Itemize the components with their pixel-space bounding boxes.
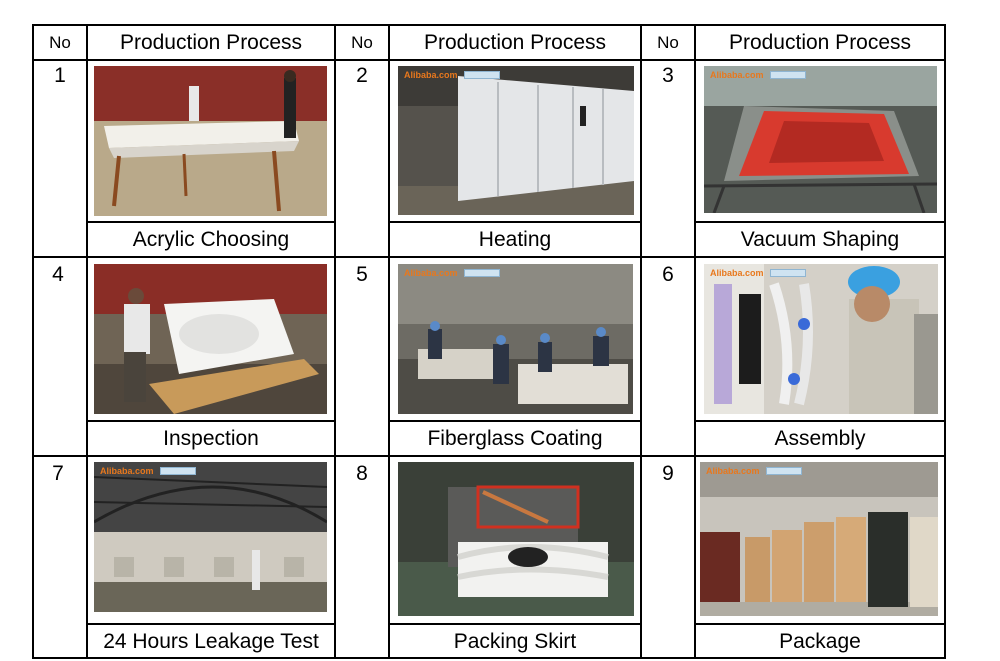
grid-line-row2-caption-top: [696, 420, 946, 422]
grid-line-row3-caption-top: [696, 623, 946, 625]
photo-vacuum-shaping: Alibaba.com: [704, 66, 937, 213]
step-number: 6: [662, 263, 674, 286]
grid-line-row1-bottom: [32, 256, 946, 258]
step-number: 7: [52, 462, 64, 485]
step-number: 5: [356, 263, 368, 286]
alibaba-logo-text: Alibaba.com: [706, 466, 760, 476]
alibaba-logo-text: Alibaba.com: [404, 70, 458, 80]
header-production-process: Production Process: [119, 31, 303, 54]
photo-packing-skirt: [398, 462, 634, 616]
step-caption: Package: [779, 630, 861, 653]
grid-line-col: [86, 24, 88, 659]
header-no: No: [49, 33, 71, 52]
grid-line-col: [640, 24, 642, 659]
grid-line-bottom: [32, 657, 946, 659]
alibaba-logo: Alibaba.com: [404, 70, 500, 80]
photo-fiberglass-coating: Alibaba.com: [398, 264, 633, 414]
alibaba-logo: Alibaba.com: [710, 268, 806, 278]
alibaba-logo: Alibaba.com: [710, 70, 806, 80]
step-caption: Heating: [478, 228, 552, 251]
grid-line-left: [32, 24, 34, 659]
grid-line-row3-caption-top: [390, 623, 642, 625]
grid-line-row3-caption-top: [88, 623, 336, 625]
step-number: 1: [54, 64, 66, 87]
grid-line-row1-caption-top: [696, 221, 946, 223]
alibaba-logo: Alibaba.com: [100, 466, 196, 476]
grid-line-row1-caption-top: [390, 221, 642, 223]
grid-line-col: [334, 24, 336, 659]
alibaba-logo: Alibaba.com: [404, 268, 500, 278]
grid-line-row2-bottom: [32, 455, 946, 457]
step-number: 8: [356, 462, 368, 485]
step-caption: Packing Skirt: [453, 630, 577, 653]
step-number: 3: [662, 64, 674, 87]
step-number: 4: [52, 263, 64, 286]
alibaba-logo-text: Alibaba.com: [100, 466, 154, 476]
step-caption: Acrylic Choosing: [132, 228, 290, 251]
photo-assembly: Alibaba.com: [704, 264, 938, 414]
step-caption: Fiberglass Coating: [427, 427, 603, 450]
grid-line-top: [32, 24, 946, 26]
grid-line-col: [388, 24, 390, 659]
header-no: No: [351, 33, 373, 52]
step-number: 9: [662, 462, 674, 485]
alibaba-logo: Alibaba.com: [706, 466, 802, 476]
step-caption: Vacuum Shaping: [740, 228, 900, 251]
header-production-process: Production Process: [728, 31, 912, 54]
grid-line-row2-caption-top: [88, 420, 336, 422]
header-production-process: Production Process: [423, 31, 607, 54]
alibaba-logo-text: Alibaba.com: [710, 70, 764, 80]
grid-line-col: [694, 24, 696, 659]
alibaba-logo-text: Alibaba.com: [710, 268, 764, 278]
photo-heating: Alibaba.com: [398, 66, 634, 215]
step-caption: 24 Hours Leakage Test: [103, 630, 319, 653]
photo-package: Alibaba.com: [700, 462, 938, 616]
grid-line-header-bottom: [32, 59, 946, 61]
photo-leakage-test: Alibaba.com: [94, 462, 327, 612]
photo-acrylic-choosing: [94, 66, 327, 216]
step-caption: Assembly: [774, 427, 866, 450]
step-number: 2: [356, 64, 368, 87]
header-no: No: [657, 33, 679, 52]
grid-line-row1-caption-top: [88, 221, 336, 223]
alibaba-logo-text: Alibaba.com: [404, 268, 458, 278]
grid-line-row2-caption-top: [390, 420, 642, 422]
photo-inspection: [94, 264, 327, 414]
grid-line-right: [944, 24, 946, 659]
step-caption: Inspection: [163, 427, 259, 450]
